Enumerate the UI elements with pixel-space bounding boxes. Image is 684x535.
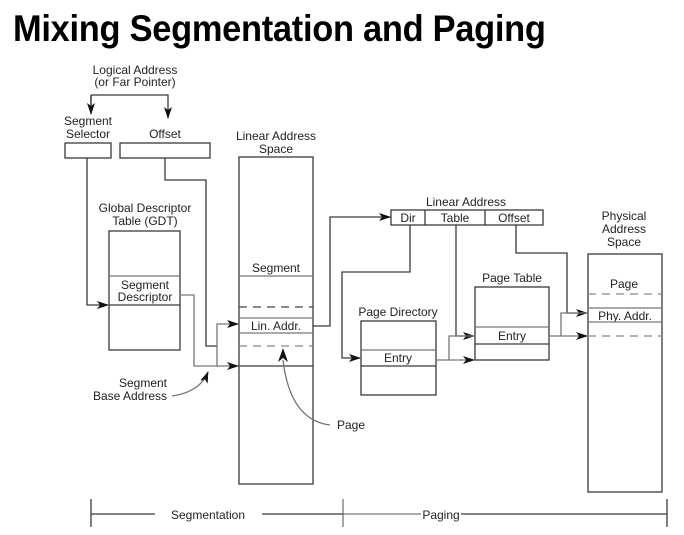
lin-addr-label: Lin. Addr. — [251, 319, 301, 333]
segment-descriptor-entry: Segment Descriptor — [118, 278, 173, 304]
svg-text:Base Address: Base Address — [93, 389, 167, 403]
svg-text:Physical: Physical — [602, 209, 647, 223]
offset-line — [164, 158, 217, 347]
page-directory-entry: Entry — [384, 351, 412, 365]
svg-text:Space: Space — [607, 235, 641, 249]
page-label: Page — [337, 418, 365, 432]
paging-phase-label: Paging — [422, 508, 459, 522]
offset-box — [119, 142, 211, 159]
offset-to-phy-addr-arrow — [515, 225, 588, 317]
page-pointer-curve — [282, 359, 331, 426]
physical-address-space-box — [587, 253, 663, 493]
offset-label: Offset — [149, 127, 181, 141]
page-title: Mixing Segmentation and Paging — [13, 8, 546, 49]
svg-text:Segment: Segment — [64, 114, 113, 128]
segment-base-address-label: Segment Base Address — [93, 376, 168, 403]
selector-to-gdt-arrow — [86, 158, 109, 309]
page-table-entry: Entry — [498, 329, 526, 343]
svg-text:Logical Address: Logical Address — [93, 63, 178, 77]
segment-selector-box — [64, 142, 112, 159]
linear-address-title: Linear Address — [426, 195, 506, 209]
linear-address-space-box — [238, 156, 314, 485]
svg-text:(or Far Pointer): (or Far Pointer) — [94, 75, 175, 89]
svg-text:Address: Address — [602, 222, 646, 236]
svg-text:Global Descriptor: Global Descriptor — [99, 201, 192, 215]
svg-text:Space: Space — [259, 142, 293, 156]
linear-segment-label: Segment — [252, 261, 301, 275]
lin-addr-to-linear-address-arrow — [313, 213, 391, 327]
table-to-page-table-arrow — [455, 225, 475, 340]
field-table: Table — [441, 211, 470, 225]
segmentation-phase-label: Segmentation — [171, 508, 245, 522]
svg-text:Selector: Selector — [66, 127, 110, 141]
page-directory-box — [360, 320, 437, 396]
svg-text:Segment: Segment — [119, 376, 168, 390]
svg-text:Descriptor: Descriptor — [118, 290, 173, 304]
dir-to-page-directory-arrow — [341, 225, 411, 362]
field-dir: Dir — [400, 211, 415, 225]
gdt-label: Global Descriptor Table (GDT) — [99, 201, 192, 228]
offset-to-lin-addr-arrow — [216, 320, 239, 366]
svg-text:Segment: Segment — [121, 278, 170, 292]
physical-address-space-label: Physical Address Space — [602, 209, 647, 249]
segment-selector-label: Segment Selector — [64, 114, 113, 141]
page-directory-title: Page Directory — [358, 305, 437, 319]
gdt-table — [108, 230, 181, 351]
svg-text:Linear Address: Linear Address — [236, 129, 316, 143]
linear-address-space-label: Linear Address Space — [236, 129, 316, 156]
physical-page-label: Page — [610, 277, 638, 291]
field-offset: Offset — [498, 211, 530, 225]
segment-base-arrow — [181, 294, 239, 370]
svg-text:Table (GDT): Table (GDT) — [112, 214, 177, 228]
page-table-title: Page Table — [482, 271, 542, 285]
linear-address-box — [390, 209, 544, 226]
segment-base-pointer — [171, 371, 209, 397]
logical-address-label: Logical Address (or Far Pointer) — [93, 63, 178, 89]
phy-addr-label: Phy. Addr. — [598, 309, 652, 323]
page-table-box — [474, 286, 550, 361]
